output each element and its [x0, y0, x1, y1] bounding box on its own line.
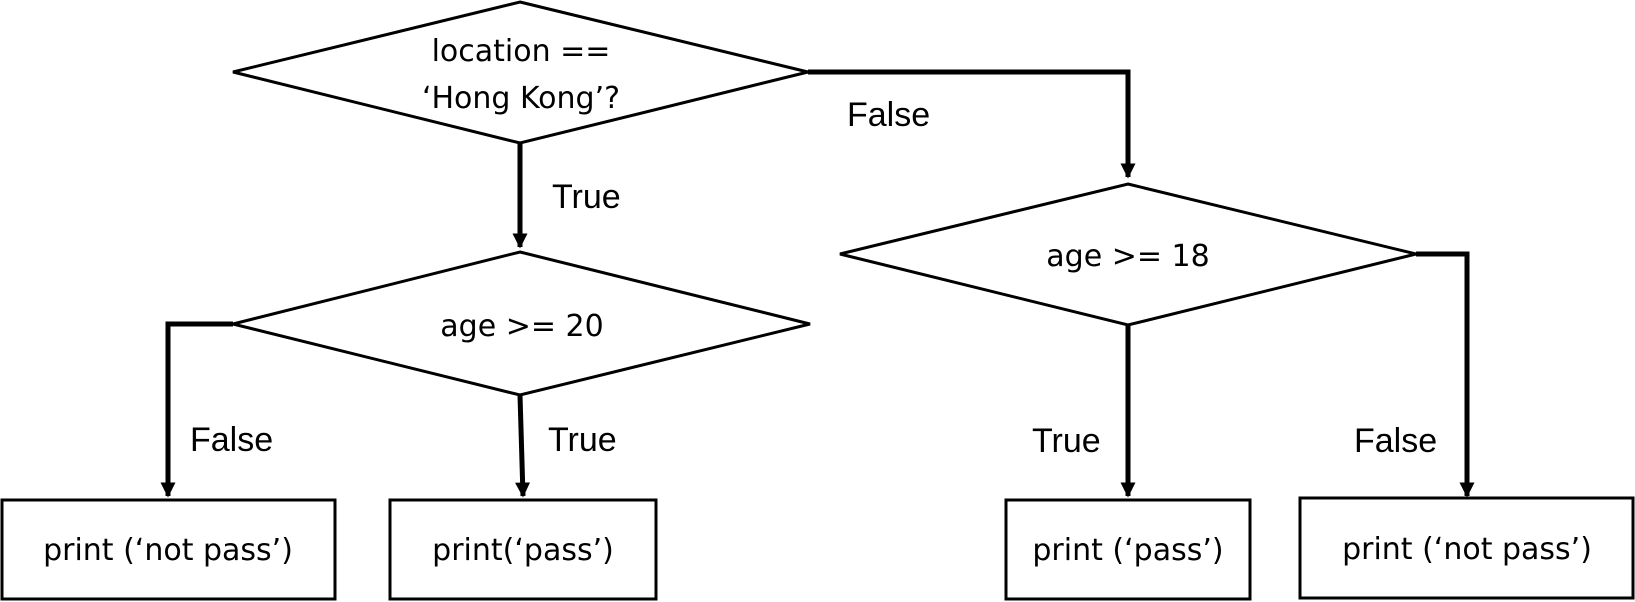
edge-age18-false: [1416, 251, 1475, 498]
decision-age-20-label: age >= 20: [440, 309, 603, 344]
decision-age-18-label: age >= 18: [1046, 239, 1209, 274]
box-pass-right-label: print (‘pass’): [1032, 533, 1223, 568]
decision-location-line2: ‘Hong Kong’?: [422, 81, 620, 116]
box-not-pass-left: print (‘not pass’): [0, 498, 337, 601]
edge-location-false: [808, 69, 1136, 179]
box-not-pass-right: print (‘not pass’): [1298, 496, 1635, 600]
box-not-pass-right-label: print (‘not pass’): [1342, 532, 1592, 567]
edge-label-age18-true: True: [1032, 422, 1101, 460]
box-pass-right: print (‘pass’): [1004, 498, 1252, 601]
edge-label-location-true: True: [552, 178, 621, 216]
decision-age-18: age >= 18: [839, 182, 1417, 327]
edge-age20-true: [515, 394, 531, 498]
decision-age-20: age >= 20: [232, 250, 811, 397]
edge-label-location-false: False: [847, 96, 930, 134]
edge-label-age20-true: True: [548, 421, 617, 459]
box-not-pass-left-label: print (‘not pass’): [43, 533, 293, 568]
edge-label-age20-false: False: [190, 421, 273, 459]
decision-location-line1: location ==: [432, 34, 611, 69]
box-pass-left: print(‘pass’): [388, 498, 658, 601]
decision-location: location == ‘Hong Kong’?: [232, 0, 809, 145]
edge-label-age18-false: False: [1354, 422, 1437, 460]
box-pass-left-label: print(‘pass’): [432, 533, 614, 568]
edge-age20-false: [160, 321, 233, 498]
